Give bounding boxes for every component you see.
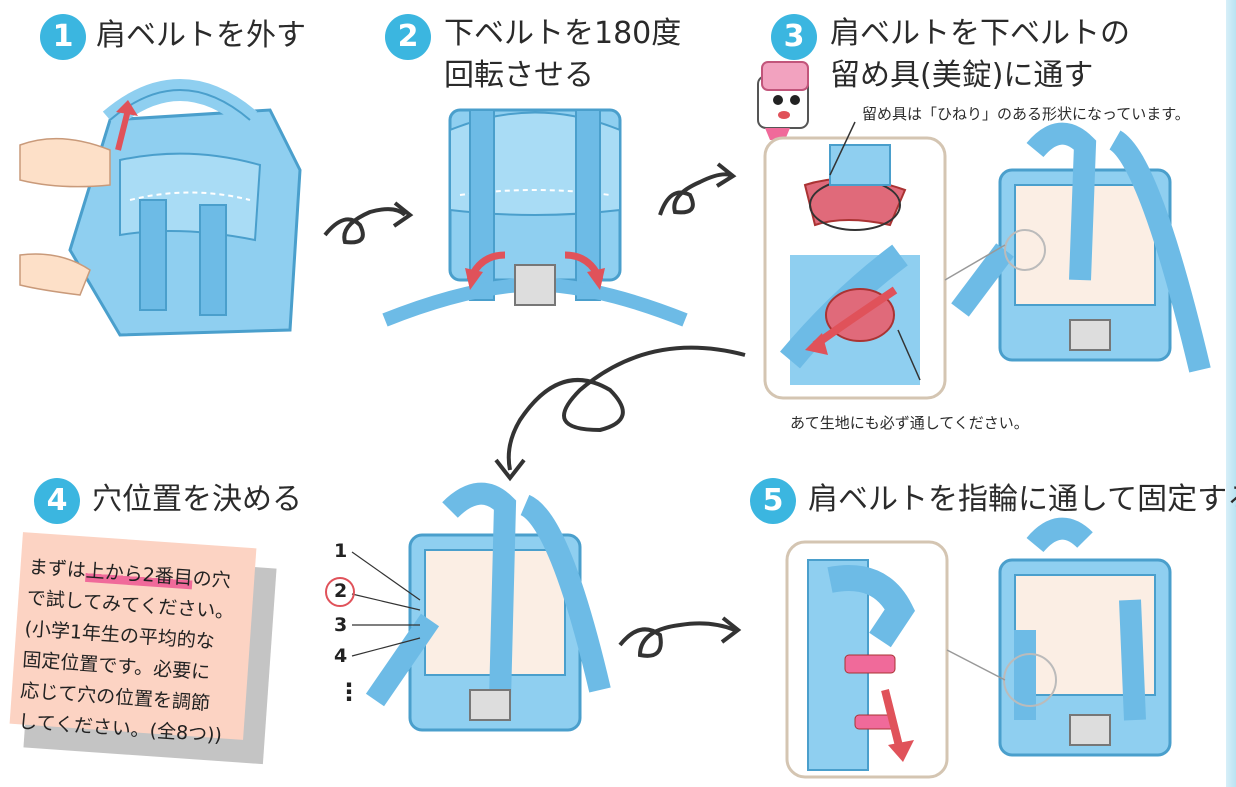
- hole-label-4: 4: [334, 645, 348, 667]
- step-2-badge: 2: [385, 14, 431, 60]
- step-2-backpack-illustration: [382, 108, 688, 327]
- curly-arrow-1: [323, 207, 407, 245]
- hole-label-3: 3: [334, 614, 348, 636]
- callout-pad: あて生地にも必ず通してください。: [790, 414, 1029, 432]
- hole-label-more: ⋮: [337, 678, 361, 706]
- step-3-backpack-back: [951, 122, 1211, 373]
- step-3-badge: 3: [771, 14, 817, 60]
- curly-arrow-big: [506, 345, 746, 471]
- note-highlight: 上から2番目: [85, 559, 194, 590]
- callout-twist: 留め具は「ひねり」のある形状になっています。: [862, 105, 1190, 123]
- step-2-title-line1: 下ベルトを180度: [444, 16, 682, 51]
- page-edge-stripe: [1226, 0, 1236, 787]
- hole-label-2: 2: [334, 580, 348, 602]
- hole-2-circle: [325, 577, 355, 607]
- mascot-character: [757, 61, 809, 140]
- note-text: まずは上から2番目の穴 で試してみてください。 (小学1年生の平均的な 固定位置…: [17, 555, 235, 747]
- step-4-badge: 4: [34, 478, 80, 524]
- step-5-title: 肩ベルトを指輪に通して固定する: [808, 482, 1236, 517]
- step-3-buckle-detail: [780, 144, 920, 385]
- step-3-title-line1: 肩ベルトを下ベルトの: [830, 16, 1130, 51]
- step-2-title-line2: 回転させる: [444, 58, 594, 93]
- step-1-backpack-illustration: [19, 79, 302, 337]
- curly-arrow-2: [658, 172, 731, 216]
- step-5-badge: 5: [750, 478, 796, 524]
- step-5-ring-detail: [807, 559, 916, 771]
- step-1-badge: 1: [40, 14, 86, 60]
- hole-leader-lines: [351, 551, 421, 657]
- hole-label-1: 1: [334, 540, 348, 562]
- step-1-title: 肩ベルトを外す: [96, 18, 306, 53]
- step-3-title-line2: 留め具(美錠)に通す: [830, 58, 1094, 93]
- step-4-title: 穴位置を決める: [92, 482, 302, 517]
- step-4-backpack-illustration: [365, 482, 611, 732]
- curly-arrow-3: [618, 621, 736, 658]
- step-5-backpack-illustration: [998, 517, 1172, 757]
